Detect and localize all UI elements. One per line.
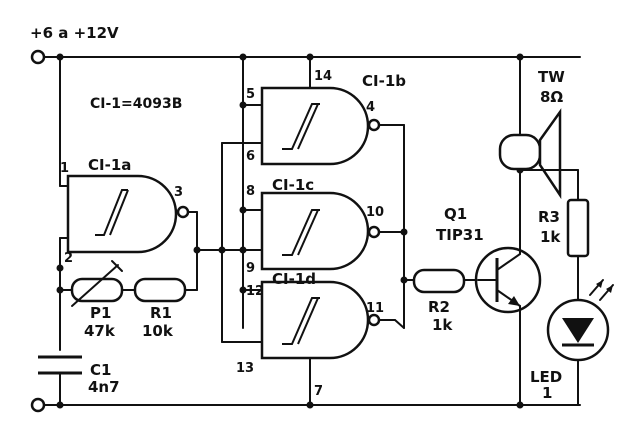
- pin-12: 12: [246, 284, 264, 299]
- resistor-r3: [566, 198, 590, 258]
- pin-13: 13: [236, 361, 254, 376]
- gate-a-label: CI-1a: [88, 156, 131, 174]
- supply-rail: [30, 49, 581, 65]
- q1-value: TIP31: [436, 226, 484, 244]
- gate-ci-1b: [242, 56, 405, 329]
- inverter-bubble: [176, 205, 190, 219]
- feedback-network: [59, 249, 198, 351]
- r3-name: R3: [538, 208, 560, 226]
- gate-b-label: CI-1b: [362, 72, 406, 90]
- inverter-bubble: [367, 118, 381, 132]
- capacitor-c1: [38, 355, 82, 406]
- q1-name: Q1: [444, 205, 467, 223]
- pin-11: 11: [366, 301, 384, 316]
- p1-value: 47k: [84, 322, 116, 340]
- pin-10: 10: [366, 205, 384, 220]
- c1-name: C1: [90, 361, 111, 379]
- r1-value: 10k: [142, 322, 174, 340]
- led-name: LED: [530, 368, 562, 386]
- c1-value: 4n7: [88, 378, 120, 396]
- resistor-r1: [133, 277, 187, 303]
- ground-terminal: [30, 397, 46, 413]
- gate-ci-1c: [242, 191, 405, 271]
- led-value: 1: [542, 384, 552, 402]
- pin-9: 9: [246, 261, 255, 276]
- tw-name: TW: [538, 68, 565, 86]
- pin-2: 2: [64, 251, 73, 266]
- r2-name: R2: [428, 298, 450, 316]
- ic-note: CI-1=4093B: [90, 96, 182, 112]
- speaker-cone: [538, 108, 562, 200]
- resistor-r2: [412, 268, 466, 294]
- pin-3: 3: [174, 185, 183, 200]
- pin-1: 1: [60, 161, 69, 176]
- gate-c-label: CI-1c: [272, 176, 314, 194]
- supply-label: +6 a +12V: [30, 24, 119, 42]
- tweeter-tw: [498, 56, 562, 200]
- r3-value: 1k: [540, 228, 561, 246]
- p1-name: P1: [90, 304, 111, 322]
- pin-4: 4: [366, 100, 375, 115]
- gate-d-label: CI-1d: [272, 270, 316, 288]
- pin-14: 14: [314, 69, 332, 84]
- indicator-branch: [519, 169, 614, 406]
- r1-name: R1: [150, 304, 172, 322]
- pin-7: 7: [314, 384, 323, 399]
- transistor-q1: [474, 246, 542, 314]
- inverter-bubble: [367, 225, 381, 239]
- r2-value: 1k: [432, 316, 453, 334]
- gate-ci-1d: [221, 142, 405, 406]
- speaker-magnet: [498, 133, 542, 171]
- potentiometer-p1: [70, 277, 124, 303]
- gate-ci-1a: [59, 56, 244, 269]
- pin-5: 5: [246, 87, 255, 102]
- pin-8: 8: [246, 184, 255, 199]
- driver-stage: [403, 169, 542, 406]
- inverter-bubble: [367, 313, 381, 327]
- pin-6: 6: [246, 149, 255, 164]
- supply-terminal: [30, 49, 46, 65]
- ground-rail: [30, 397, 581, 413]
- tw-value: 8Ω: [540, 88, 563, 106]
